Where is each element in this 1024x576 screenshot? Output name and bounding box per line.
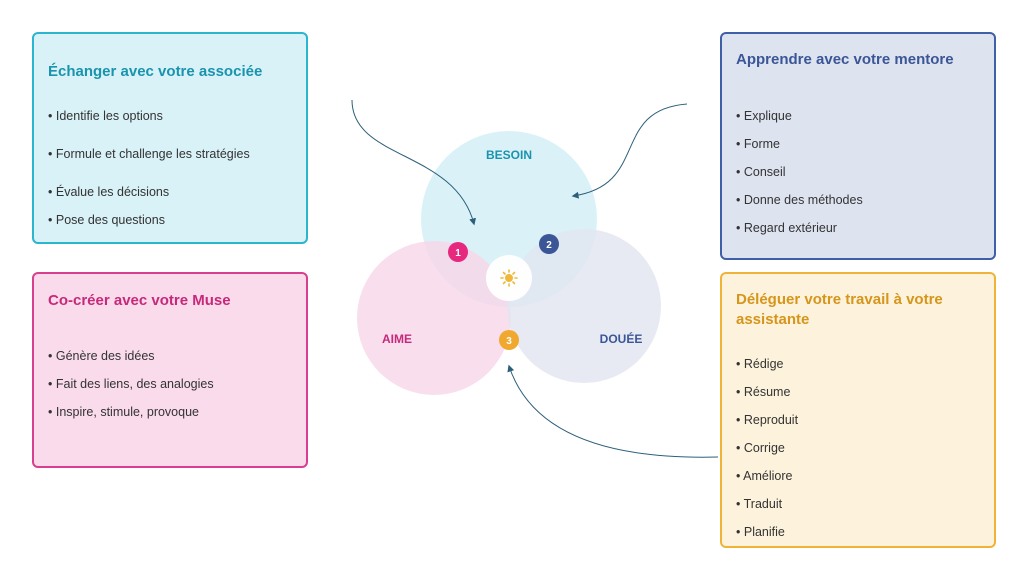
list-item: Conseil [736,165,786,179]
list-item: Identifie les options [48,109,163,123]
marker-2-label: 2 [546,240,552,251]
card-associee: Échanger avec votre associée Identifie l… [32,32,308,244]
marker-3-label: 3 [506,336,512,347]
marker-1 [448,242,468,262]
center-disc [486,255,532,301]
list-item: Donne des méthodes [736,193,863,207]
card-associee-title: Échanger avec votre associée [48,63,263,80]
list-item: Planifie [736,525,785,539]
circle-besoin [421,131,597,307]
label-besoin: BESOIN [486,148,532,162]
list-item: Résume [736,385,791,399]
list-item: Explique [736,109,792,123]
list-item: Corrige [736,441,785,455]
card-mentore-title: Apprendre avec votre mentore [736,51,954,68]
arrow-associee [351,99,476,226]
marker-2 [539,234,559,254]
card-mentore: Apprendre avec votre mentore Explique Fo… [720,32,996,260]
list-item: Génère des idées [48,349,155,363]
list-item: Traduit [736,497,782,511]
card-muse-title: Co-créer avec votre Muse [48,292,231,309]
list-item: Améliore [736,469,792,483]
sun-icon [500,269,518,287]
card-assistante: Déléguer votre travail à votre assistant… [720,272,996,548]
arrow-assistante [507,364,719,458]
circle-douee [507,229,661,383]
card-assistante-title: Déléguer votre travail à votre assistant… [736,291,943,328]
circle-aime [357,241,511,395]
list-item: Pose des questions [48,213,165,227]
list-item: Regard extérieur [736,221,837,235]
marker-1-label: 1 [455,248,461,259]
list-item: Rédige [736,357,784,371]
list-item: Forme [736,137,780,151]
list-item: Évalue les décisions [48,185,169,199]
list-item: Reproduit [736,413,798,427]
list-item: Fait des liens, des analogies [48,377,214,391]
label-douee: DOUÉE [600,331,643,346]
card-muse: Co-créer avec votre Muse Génère des idée… [32,272,308,468]
list-item: Formule et challenge les stratégies [48,147,250,161]
list-item: Inspire, stimule, provoque [48,405,199,419]
marker-3 [499,330,519,350]
arrow-mentore [571,103,688,199]
label-aime: AIME [382,332,412,346]
